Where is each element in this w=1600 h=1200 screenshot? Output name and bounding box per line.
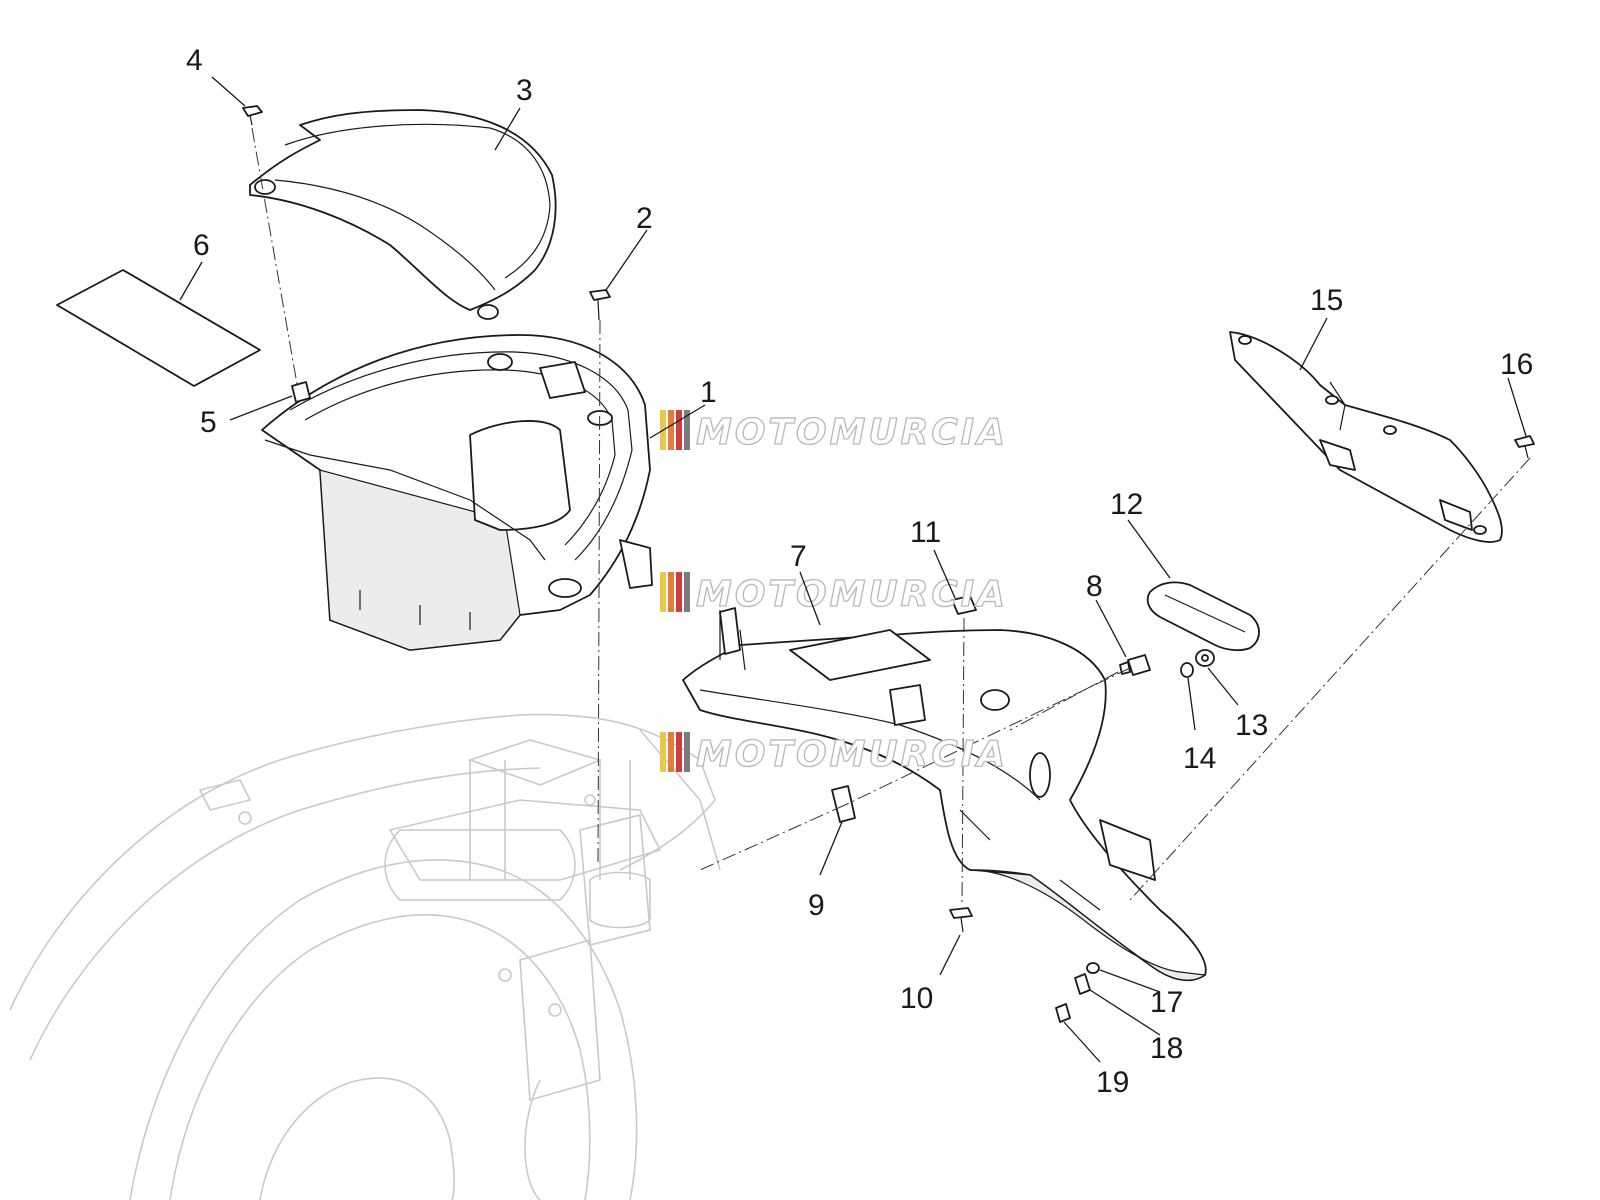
callout-3: 3 <box>516 74 533 107</box>
watermark-text: MOTOMURCIA <box>696 734 1008 775</box>
callout-18: 18 <box>1150 1032 1183 1065</box>
watermark-stripe <box>676 572 682 612</box>
callout-9: 9 <box>808 889 825 922</box>
callout-14: 14 <box>1183 742 1216 775</box>
callout-13: 13 <box>1235 709 1268 742</box>
watermark-stripe <box>660 572 666 612</box>
callout-2: 2 <box>636 202 653 235</box>
callout-1: 1 <box>700 376 717 409</box>
callout-17: 17 <box>1150 986 1183 1019</box>
callout-4: 4 <box>186 44 203 77</box>
callout-6: 6 <box>193 229 210 262</box>
helmet-compartment <box>261 334 653 651</box>
watermark-stripe <box>684 572 690 612</box>
callout-8: 8 <box>1086 570 1103 603</box>
watermark-text: MOTOMURCIA <box>696 574 1008 615</box>
callout-19: 19 <box>1096 1066 1129 1099</box>
callout-labels: 1 2 3 4 5 6 7 8 9 10 11 12 13 14 15 16 1… <box>186 44 1533 1099</box>
watermark-stripe <box>668 572 674 612</box>
assembly-axes <box>251 127 1531 906</box>
rear-mudguard <box>682 607 1207 982</box>
watermark-stripe <box>676 732 682 772</box>
watermark-logo-1: MOTOMURCIA <box>660 410 1008 454</box>
label-sticker <box>56 269 261 387</box>
callout-10: 10 <box>900 982 933 1015</box>
callout-11: 11 <box>910 516 941 549</box>
watermark-stripe <box>684 732 690 772</box>
small-fasteners-lower <box>831 435 1535 1023</box>
watermark-stripe <box>684 410 690 450</box>
watermark-text: MOTOMURCIA <box>696 412 1008 453</box>
watermark-logo-2: MOTOMURCIA <box>660 572 1008 616</box>
rear-reflector <box>1146 581 1260 652</box>
watermark-logo-3: MOTOMURCIA <box>660 732 1008 776</box>
callout-12: 12 <box>1110 488 1143 521</box>
callout-7: 7 <box>790 540 807 573</box>
license-plate-holder <box>1229 331 1503 543</box>
small-fasteners-upper <box>242 105 611 403</box>
scooter-frame-ghost <box>9 713 721 1200</box>
watermark-stripe <box>676 410 682 450</box>
watermark-stripe <box>668 410 674 450</box>
watermark-stripe <box>660 732 666 772</box>
leader-lines <box>179 76 1527 1063</box>
callout-15: 15 <box>1310 284 1343 317</box>
callout-5: 5 <box>200 406 217 439</box>
callout-16: 16 <box>1500 348 1533 381</box>
watermark-stripe <box>668 732 674 772</box>
compartment-lid <box>249 109 557 320</box>
